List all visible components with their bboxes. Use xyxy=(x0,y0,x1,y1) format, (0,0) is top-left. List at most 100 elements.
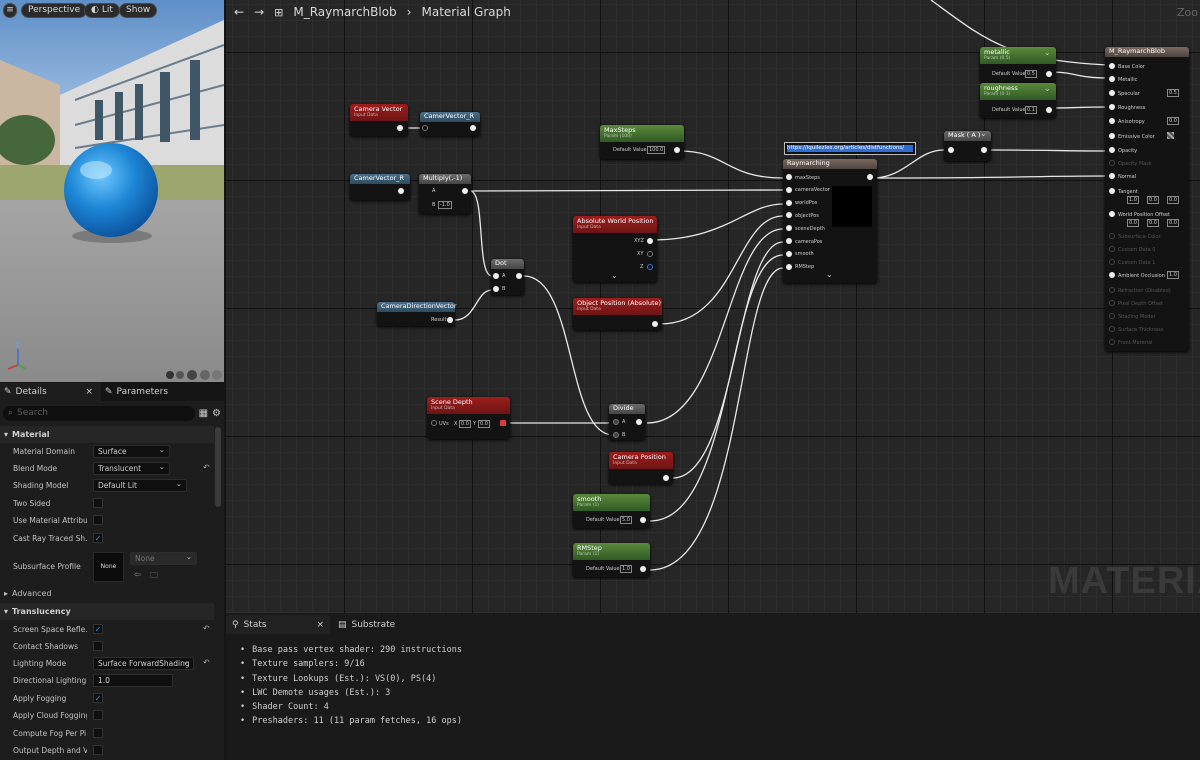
output-pin[interactable] xyxy=(636,419,642,425)
contact-shadows-checkbox[interactable] xyxy=(93,641,103,651)
search-input[interactable]: ⌕Search xyxy=(3,405,195,421)
input-pin[interactable] xyxy=(493,273,499,279)
chevron-down-icon[interactable]: ⌄ xyxy=(826,270,833,279)
input-pin[interactable] xyxy=(1109,233,1115,239)
input-pin[interactable] xyxy=(786,238,792,244)
pin-vector-value[interactable]: 0.0 xyxy=(1167,219,1179,227)
breadcrumb-asset[interactable]: M_RaymarchBlob xyxy=(293,5,397,19)
input-pin[interactable] xyxy=(1109,76,1115,82)
node-object-position[interactable]: Object Position (Absolute)Input Data xyxy=(573,298,662,330)
tab-substrate[interactable]: ▤ Substrate xyxy=(332,615,395,634)
close-icon[interactable]: × xyxy=(316,619,324,630)
two-sided-checkbox[interactable] xyxy=(93,498,103,508)
pin-vector-value[interactable]: 0.0 xyxy=(1147,219,1159,227)
pin-value[interactable]: 0.5 xyxy=(1167,89,1179,97)
pin-vector-value[interactable]: 0.0 xyxy=(1147,196,1159,204)
cast-ray-traced-shadows-checkbox[interactable]: ✓ xyxy=(93,533,103,543)
subsurface-thumbnail[interactable]: None xyxy=(93,552,124,582)
directional-lighting-input[interactable]: 1.0 xyxy=(93,674,173,687)
section-translucency[interactable]: ▾Translucency xyxy=(0,603,214,620)
input-pin[interactable] xyxy=(786,263,792,270)
output-pin[interactable] xyxy=(397,125,403,131)
output-pin[interactable] xyxy=(398,188,404,194)
input-pin[interactable] xyxy=(613,432,619,438)
input-pin[interactable] xyxy=(948,147,954,153)
input-pin[interactable] xyxy=(1109,313,1115,319)
input-pin[interactable] xyxy=(493,286,499,292)
input-pin[interactable] xyxy=(1109,147,1115,153)
input-pin[interactable] xyxy=(1109,188,1115,194)
tab-details[interactable]: ✎Details × xyxy=(0,383,101,401)
input-pin[interactable] xyxy=(1109,133,1115,139)
emissive-color-swatch[interactable] xyxy=(1167,132,1174,139)
lit-button[interactable]: ◐Lit xyxy=(84,3,120,18)
smooth-value[interactable]: 5.0 xyxy=(620,516,632,524)
input-pin[interactable] xyxy=(1109,90,1115,96)
section-material[interactable]: ▾Material xyxy=(0,426,214,443)
apply-fogging-checkbox[interactable]: ✓ xyxy=(93,693,103,703)
perspective-button[interactable]: Perspective xyxy=(21,3,88,18)
input-pin[interactable] xyxy=(1109,272,1115,278)
details-scrollbar[interactable] xyxy=(215,427,221,507)
input-pin[interactable] xyxy=(786,186,792,193)
use-material-attributes-checkbox[interactable] xyxy=(93,515,103,525)
output-pin[interactable] xyxy=(500,420,506,426)
show-button[interactable]: Show xyxy=(119,3,158,18)
subsurface-profile-dropdown[interactable]: None xyxy=(130,551,197,565)
output-pin[interactable] xyxy=(867,174,873,180)
pin-vector-value[interactable]: 0.0 xyxy=(1167,196,1179,204)
reset-arrow-icon[interactable]: ↶ xyxy=(203,463,210,472)
input-pin[interactable] xyxy=(1109,211,1115,217)
node-camera-direction-vector[interactable]: CameraDirectionVector Result xyxy=(377,302,457,326)
rmstep-value[interactable]: 1.0 xyxy=(620,565,632,573)
forward-arrow-icon[interactable]: → xyxy=(254,5,265,19)
lighting-mode-dropdown[interactable]: Surface ForwardShading xyxy=(93,656,194,670)
scene-depth-y-value[interactable]: 0.0 xyxy=(478,420,490,428)
input-pin[interactable] xyxy=(1109,160,1115,166)
back-arrow-icon[interactable]: ← xyxy=(234,5,245,19)
output-pin[interactable] xyxy=(447,317,453,323)
screen-space-reflections-checkbox[interactable]: ✓ xyxy=(93,624,103,634)
tab-stats[interactable]: ⚲ Stats × xyxy=(226,615,330,634)
input-pin[interactable] xyxy=(422,125,428,131)
input-pin[interactable] xyxy=(1109,259,1115,265)
maxsteps-value[interactable]: 100.0 xyxy=(647,146,666,154)
output-pin[interactable] xyxy=(1046,71,1052,77)
reset-arrow-icon[interactable]: ↶ xyxy=(203,624,210,633)
node-camervector-r-top[interactable]: CamerVector_R xyxy=(420,112,480,136)
node-dot[interactable]: Dot A B xyxy=(491,259,524,295)
browse-arrow-icon[interactable]: ⇦ xyxy=(134,570,141,579)
output-pin[interactable] xyxy=(663,475,669,481)
input-pin[interactable] xyxy=(786,250,792,257)
output-depth-checkbox[interactable] xyxy=(93,745,103,755)
pin-value[interactable]: 0.0 xyxy=(1167,117,1179,125)
output-pin[interactable] xyxy=(462,188,468,194)
node-divide[interactable]: Divide A B xyxy=(609,404,645,440)
node-multiply[interactable]: Multiply(,-1) A B -1.0 xyxy=(419,174,471,214)
output-pin[interactable] xyxy=(647,264,653,270)
input-pin[interactable] xyxy=(786,225,792,232)
input-pin[interactable] xyxy=(1109,246,1115,252)
input-pin[interactable] xyxy=(1109,63,1115,69)
input-pin[interactable] xyxy=(431,420,437,426)
blend-mode-dropdown[interactable]: Translucent xyxy=(93,461,170,475)
output-pin[interactable] xyxy=(647,251,653,257)
output-pin[interactable] xyxy=(470,125,476,131)
breadcrumb-graph[interactable]: Material Graph xyxy=(421,5,511,19)
input-pin[interactable] xyxy=(786,199,792,206)
section-advanced[interactable]: ▸Advanced xyxy=(0,586,214,601)
metallic-value[interactable]: 0.5 xyxy=(1025,70,1037,78)
input-pin[interactable] xyxy=(1109,339,1115,345)
browse-folder-icon[interactable]: 🗀 xyxy=(150,571,158,580)
